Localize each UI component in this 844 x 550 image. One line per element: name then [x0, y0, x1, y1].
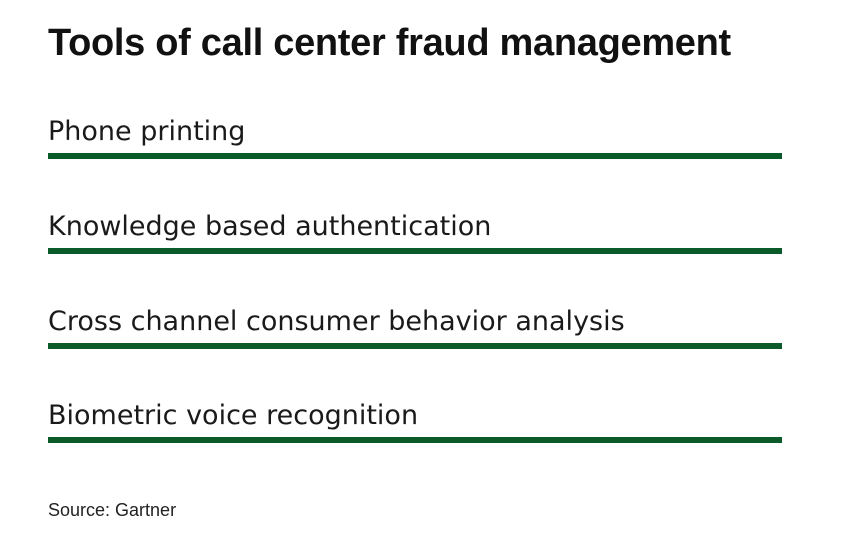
source-note: Source: Gartner	[48, 500, 177, 520]
item-label: Knowledge based authentication	[48, 211, 492, 242]
item-underline	[48, 437, 782, 443]
list-item: Cross channel consumer behavior analysis	[48, 306, 782, 349]
item-label: Phone printing	[48, 116, 246, 147]
list-item: Knowledge based authentication	[48, 211, 782, 254]
item-underline	[48, 343, 782, 349]
item-label: Cross channel consumer behavior analysis	[48, 306, 625, 337]
list-item: Phone printing	[48, 116, 782, 159]
item-underline	[48, 248, 782, 254]
list-item: Biometric voice recognition	[48, 400, 782, 443]
page-title: Tools of call center fraud management	[48, 22, 731, 64]
item-label: Biometric voice recognition	[48, 400, 419, 431]
item-underline	[48, 153, 782, 159]
